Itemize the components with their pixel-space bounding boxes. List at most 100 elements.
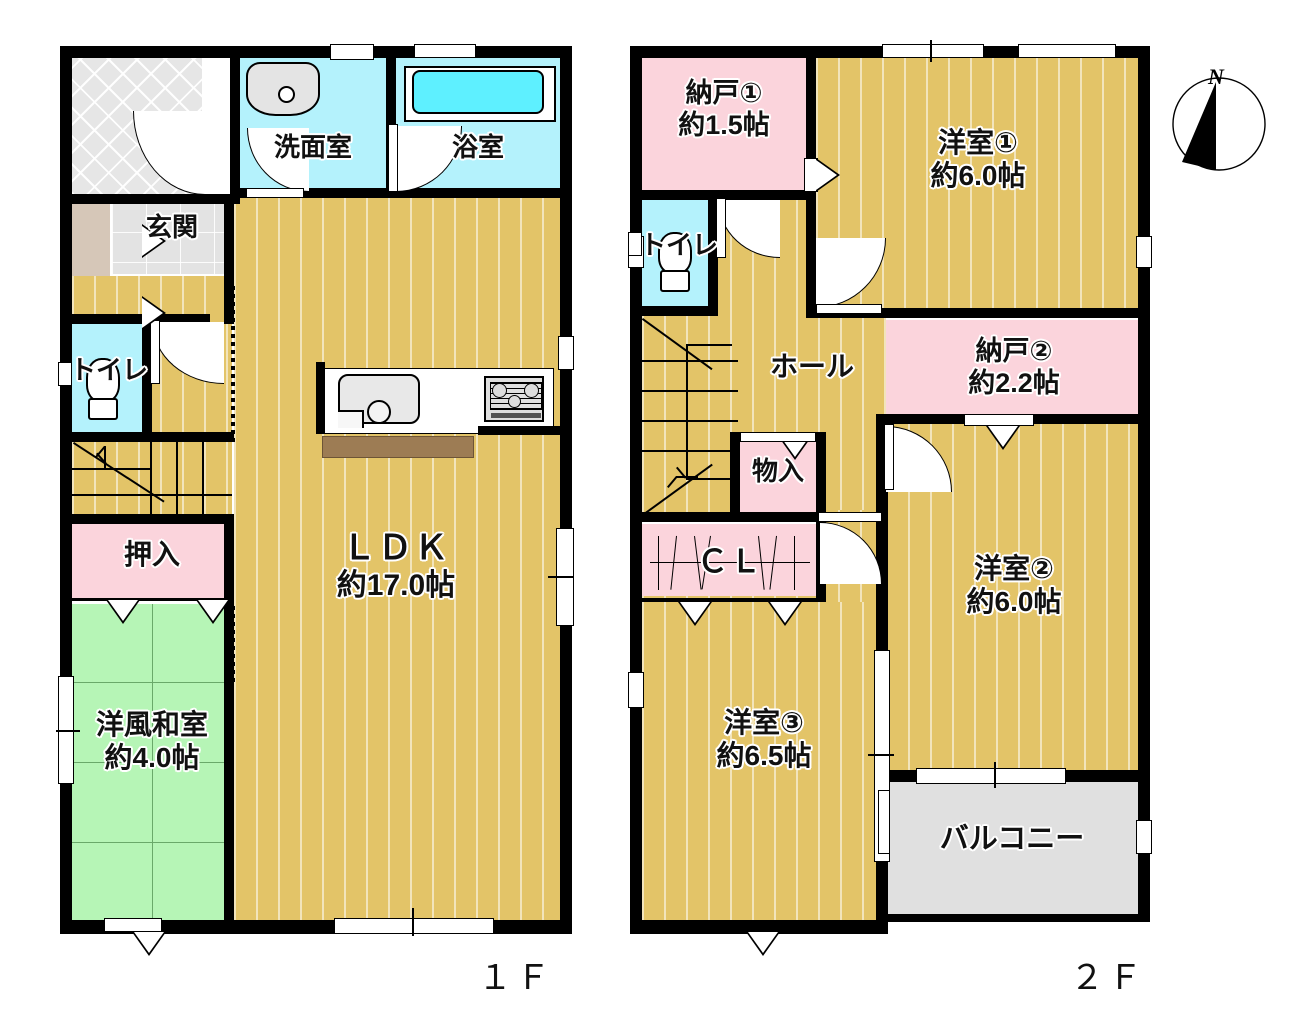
window-bottom-washitsu xyxy=(104,918,162,932)
label-entrance: 玄関 xyxy=(145,212,198,242)
window xyxy=(1136,820,1152,854)
label-storage-room-1: 納戸① 約1.5帖 xyxy=(678,78,770,140)
window-mullion xyxy=(930,40,932,62)
toilet-window-2f xyxy=(628,232,642,256)
balcony-surface xyxy=(886,780,1140,918)
interior-wall xyxy=(708,198,718,310)
label-powder-room: 洗面室 xyxy=(273,132,352,162)
kitchen-sink xyxy=(338,374,420,428)
interior-wall xyxy=(224,196,234,324)
bedroom-3-door-marker xyxy=(746,932,780,956)
label-bedroom-2: 洋室② 約6.0帖 xyxy=(966,553,1062,618)
interior-wall xyxy=(60,194,240,204)
gas-stove xyxy=(484,376,544,422)
oshiire-divider xyxy=(72,598,232,601)
sliding-door-bottom xyxy=(334,918,494,934)
label-bedroom-3: 洋室③ 約6.5帖 xyxy=(716,707,812,772)
kitchen-counter xyxy=(322,436,474,458)
label-bedroom-1: 洋室① 約6.0帖 xyxy=(930,127,1026,192)
interior-wall xyxy=(806,198,816,316)
interior-wall xyxy=(224,596,234,926)
window xyxy=(330,44,374,60)
label-balcony: バルコニー xyxy=(939,823,1085,855)
kitchen-wall-stub xyxy=(478,426,572,435)
monoire-door-panel xyxy=(740,432,816,442)
label-bathroom: 浴室 xyxy=(451,132,504,162)
label-hall: ホール xyxy=(769,351,854,382)
interior-wall xyxy=(630,512,826,522)
window xyxy=(882,44,984,58)
cl-door-marker xyxy=(768,602,802,626)
washitsu-door-marker xyxy=(132,932,166,956)
oshiire-door-marker xyxy=(106,600,140,624)
bedroom-1-surface xyxy=(816,58,1138,310)
north-label: N xyxy=(1208,64,1224,89)
interior-wall xyxy=(730,432,740,518)
bedroom-3-surface xyxy=(642,596,886,920)
label-ldk: ＬＤＫ 約17.0帖 xyxy=(336,529,456,603)
toilet-tank xyxy=(88,398,118,420)
staircase-steps-2f xyxy=(642,318,738,516)
door-leaf xyxy=(816,304,882,314)
interior-wall xyxy=(60,432,234,442)
interior-wall xyxy=(224,520,234,604)
exterior-wall-top xyxy=(60,46,572,58)
interior-wall xyxy=(60,314,210,324)
vanity-basin xyxy=(246,62,320,116)
entrance-surface xyxy=(112,202,232,274)
exterior-wall-left xyxy=(60,46,72,934)
balcony-window-left xyxy=(878,790,890,854)
label-washitsu: 洋風和室 約4.0帖 xyxy=(95,709,208,774)
cl-divider xyxy=(642,598,816,602)
door-leaf xyxy=(884,424,894,490)
window xyxy=(1136,236,1152,268)
exterior-wall-right xyxy=(560,46,572,934)
oshiire-surface xyxy=(72,524,232,600)
exterior-wall-bottom-left xyxy=(630,920,888,934)
interior-wall xyxy=(630,306,718,316)
interior-wall xyxy=(142,314,152,442)
staircase-steps-1f xyxy=(72,442,232,514)
window xyxy=(628,672,644,708)
label-toilet-2f: トイレ xyxy=(639,230,718,260)
interior-wall xyxy=(806,46,816,194)
toilet-window xyxy=(58,362,72,386)
tatami-seam xyxy=(152,604,153,920)
interior-wall xyxy=(806,308,1150,318)
hall-door-marker xyxy=(142,296,166,330)
window-mullion xyxy=(56,730,80,732)
label-monoire: 物入 xyxy=(751,456,804,486)
floor-plan-1f: 玄関 洗面室 浴室 トイレ ＬＤＫ 約17.0帖 押入 洋風和室 約4.0帖 １… xyxy=(0,0,600,1000)
label-oshiire: 押入 xyxy=(123,539,180,570)
door-leaf xyxy=(388,124,398,192)
cl-door-marker xyxy=(678,602,712,626)
sliding-door-rail xyxy=(231,606,235,686)
floor-label-1f: １Ｆ xyxy=(478,959,554,997)
entrance-door-marker xyxy=(142,224,166,258)
sliding-door-rail xyxy=(231,286,235,444)
floor-label-2f: ２Ｆ xyxy=(1070,959,1146,997)
toilet-bowl xyxy=(658,232,692,274)
window xyxy=(558,336,574,370)
label-toilet-1f: トイレ xyxy=(69,355,148,385)
floor-plan-2f: 納戸① 約1.5帖 トイレ ホール 物入 ＣＬ 洋室① 約6.0帖 納戸② 約2… xyxy=(620,0,1180,1000)
label-cl: ＣＬ xyxy=(697,544,763,579)
label-storage-room-2: 納戸② 約2.2帖 xyxy=(968,336,1060,398)
staircase-surface-2f xyxy=(642,316,738,516)
exterior-wall-left xyxy=(630,46,642,934)
toilet-tank xyxy=(660,270,690,292)
door-leaf xyxy=(716,198,726,258)
oshiire-door-marker xyxy=(196,600,230,624)
window-mullion xyxy=(994,762,996,788)
interior-wall xyxy=(60,514,234,524)
balcony-wall-bottom xyxy=(876,914,1150,922)
balcony-door xyxy=(916,768,1066,784)
north-arrow: N xyxy=(1164,64,1274,176)
interior-wall xyxy=(230,46,240,204)
interior-wall xyxy=(230,188,572,198)
storage-1-door-marker xyxy=(816,158,840,192)
door-leaf xyxy=(818,512,882,522)
bathtub xyxy=(412,70,544,114)
storage-2-door-marker xyxy=(986,426,1020,450)
window-mullion xyxy=(548,576,574,578)
